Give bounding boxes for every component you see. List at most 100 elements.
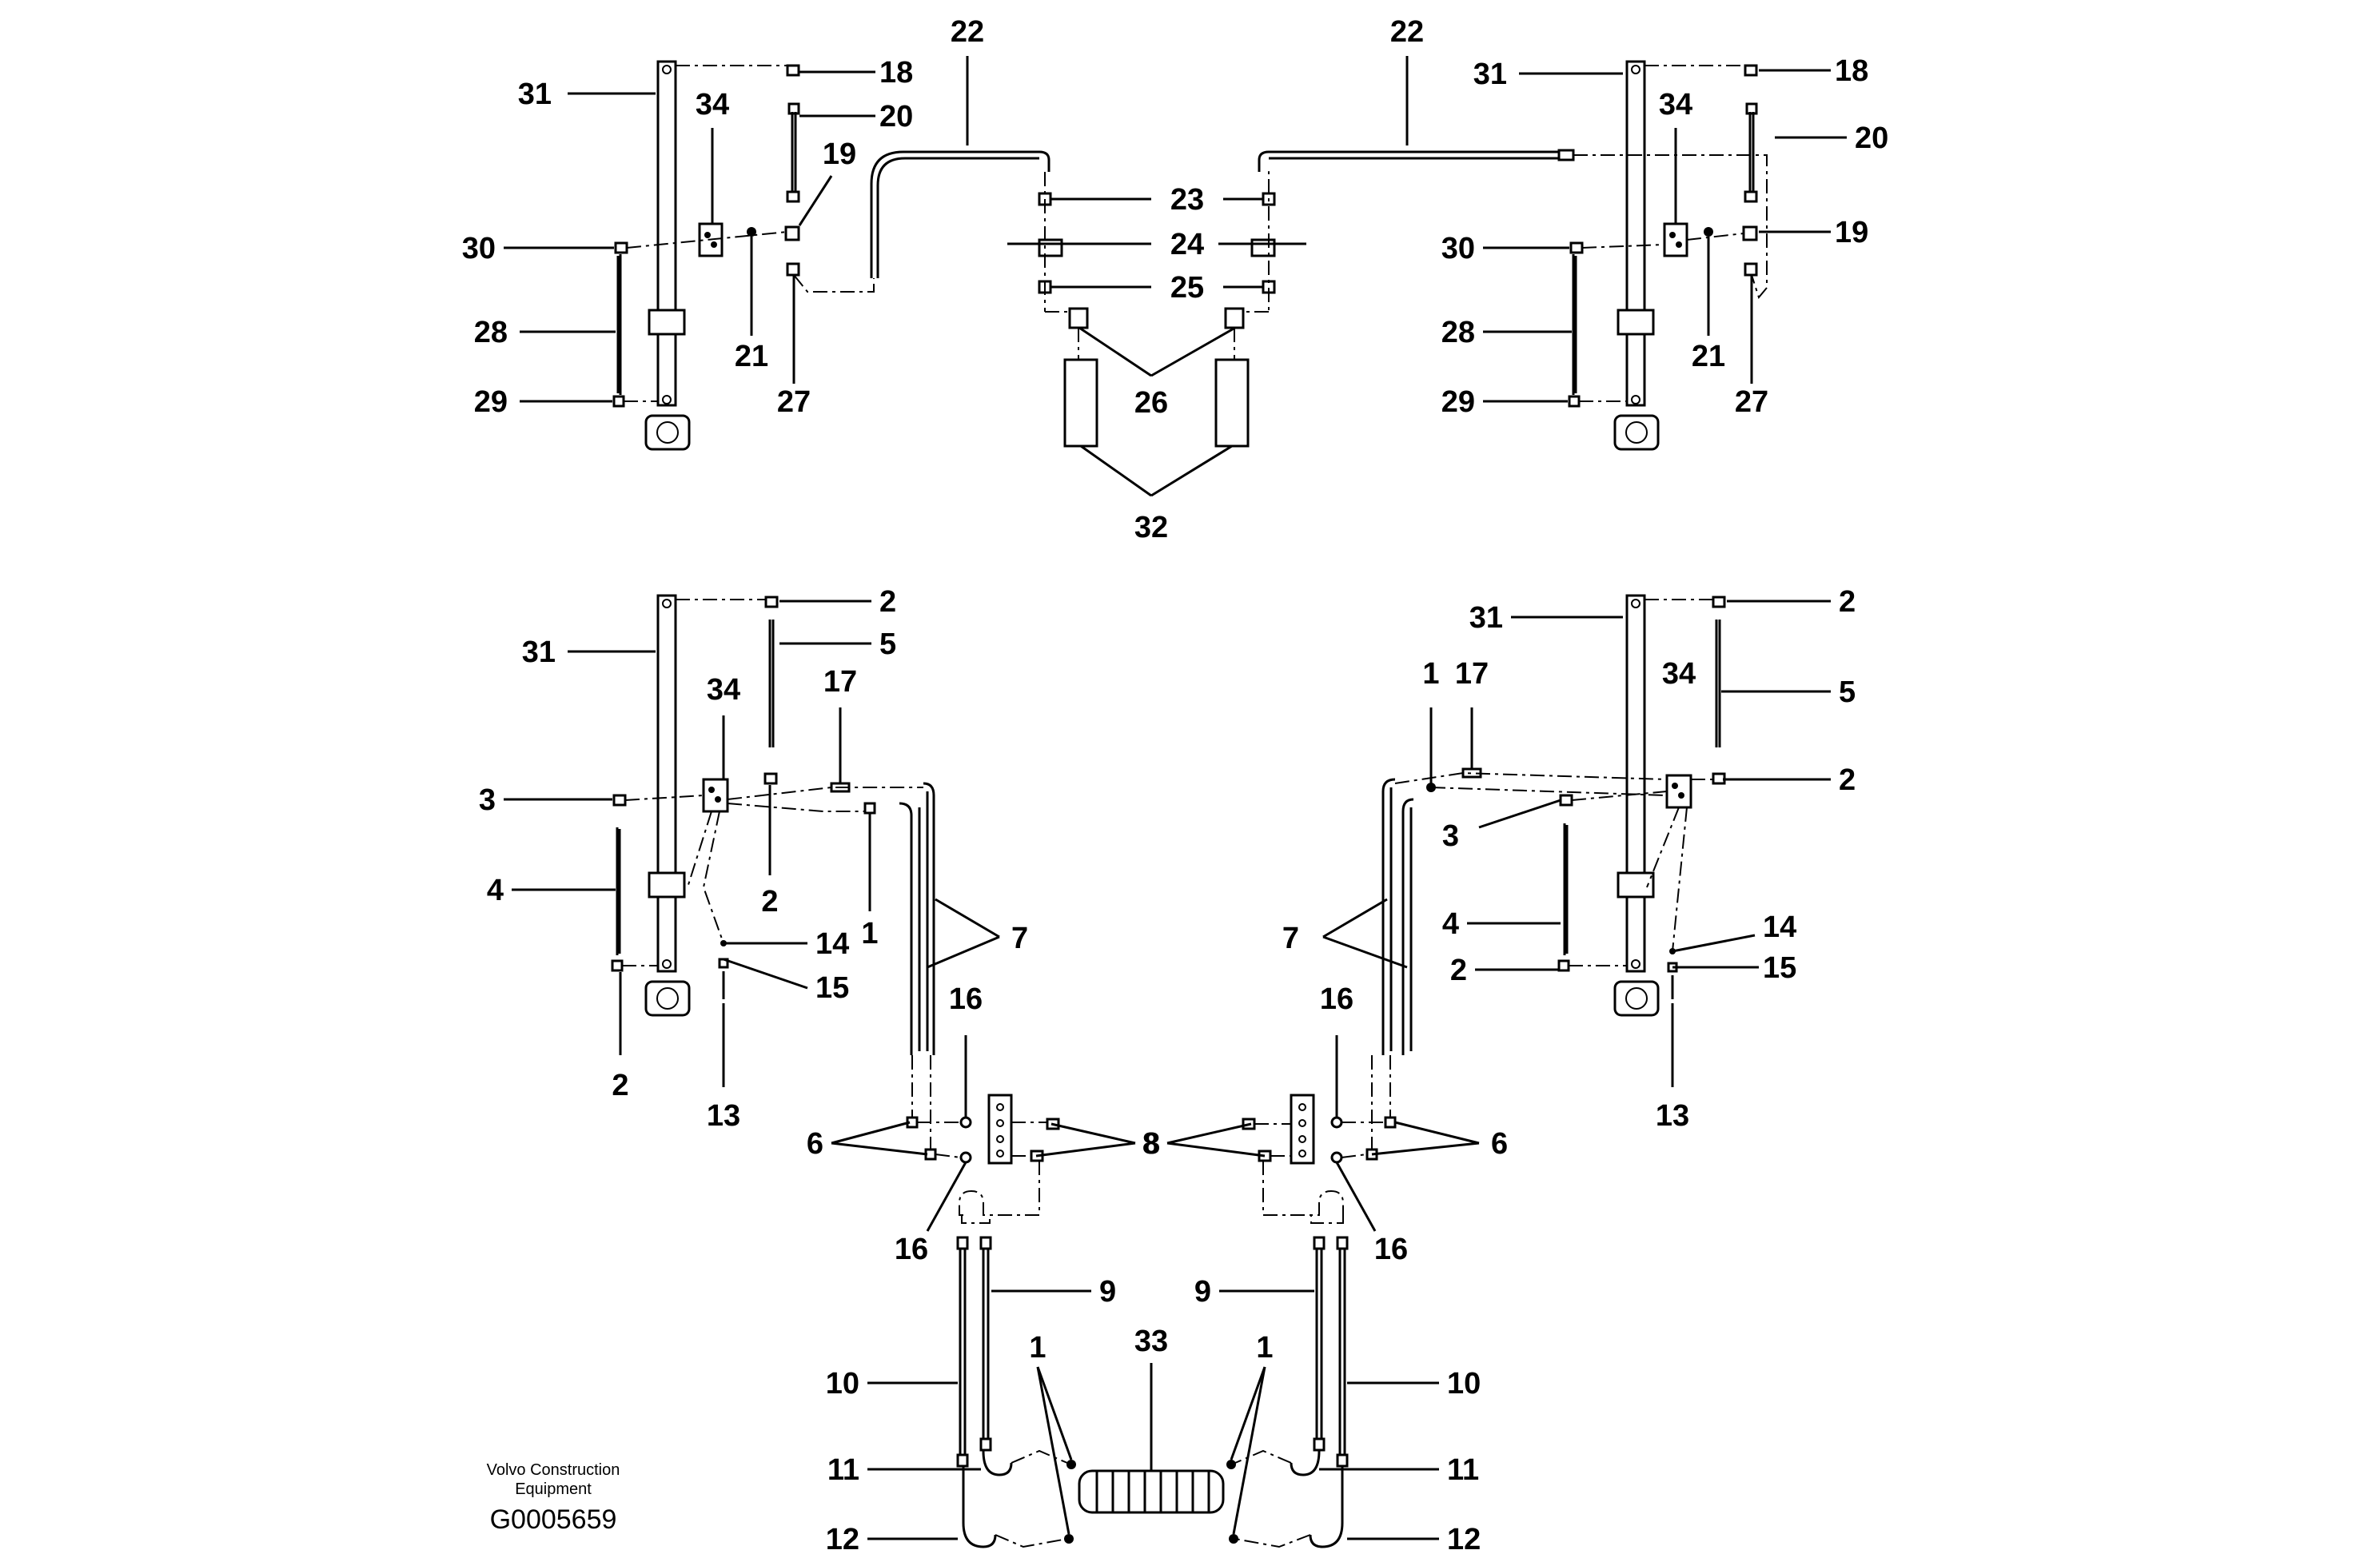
label-4-mid-right: 4 — [1442, 907, 1459, 941]
valve-bank-33 — [1078, 1469, 1225, 1514]
block-34-top-right — [1663, 222, 1688, 257]
label-4-mid-left: 4 — [487, 874, 504, 907]
label-33: 33 — [1134, 1325, 1168, 1358]
label-25: 25 — [1170, 271, 1204, 305]
label-18-top-right: 18 — [1835, 54, 1868, 88]
label-12-left: 12 — [826, 1523, 859, 1556]
label-21-top-right: 21 — [1692, 340, 1725, 373]
label-15-right: 15 — [1763, 951, 1796, 985]
label-10-left: 10 — [826, 1367, 859, 1401]
label-24: 24 — [1170, 228, 1204, 261]
company-name-line1: Volvo Construction — [487, 1461, 620, 1479]
hose-7-right-a — [1381, 778, 1396, 1055]
leader-lines — [504, 56, 1847, 1540]
label-14-left: 14 — [815, 927, 849, 961]
label-6-right: 6 — [1491, 1127, 1508, 1161]
label-34-top-right: 34 — [1659, 88, 1692, 122]
label-15-left: 15 — [815, 971, 849, 1005]
company-name-line2: Equipment — [515, 1480, 592, 1498]
label-2-mid-left-a: 2 — [879, 585, 896, 619]
label-7-right: 7 — [1282, 922, 1299, 955]
cylinder-31-top-left — [656, 60, 677, 407]
label-17-left: 17 — [823, 665, 857, 699]
label-11-left: 11 — [827, 1453, 859, 1487]
label-19-top-left: 19 — [823, 137, 856, 171]
label-27-top-left: 27 — [777, 385, 811, 419]
label-34-mid-left: 34 — [707, 673, 740, 707]
label-9-right: 9 — [1194, 1275, 1211, 1309]
label-2-mid-left-b: 2 — [612, 1069, 628, 1102]
label-18-top-left: 18 — [879, 56, 913, 90]
label-26: 26 — [1134, 386, 1168, 420]
cylinder-31-mid-left — [656, 594, 677, 973]
pipe-22-right — [1258, 150, 1559, 172]
label-22-left: 22 — [951, 15, 984, 49]
label-2-mid-right-b: 2 — [1839, 763, 1856, 797]
label-10-right: 10 — [1447, 1367, 1481, 1401]
middle-right-assembly — [1381, 594, 1726, 1055]
accumulator-left — [1063, 358, 1098, 448]
bracket-top-left — [648, 309, 686, 336]
label-2-mid-right-c: 2 — [1450, 954, 1467, 987]
label-1-lower-left: 1 — [1029, 1331, 1046, 1365]
label-32: 32 — [1134, 511, 1168, 544]
label-29-top-left: 29 — [474, 385, 508, 419]
label-30-top-right: 30 — [1441, 232, 1475, 265]
label-13-right: 13 — [1656, 1099, 1689, 1133]
label-1-mid-right: 1 — [1422, 657, 1439, 691]
cylinder-31-top-right — [1625, 60, 1646, 407]
block-34-mid-left — [702, 778, 729, 813]
label-11-right: 11 — [1447, 1453, 1479, 1487]
label-5-mid-left: 5 — [879, 628, 896, 661]
elbow-12-left — [962, 1467, 997, 1548]
label-3-mid-right: 3 — [1442, 819, 1459, 853]
top-center-assembly — [1007, 149, 1575, 448]
middle-left-assembly — [611, 594, 935, 1055]
pipe-22-left — [870, 150, 1050, 278]
label-23: 23 — [1170, 183, 1204, 217]
label-6-left: 6 — [807, 1127, 823, 1161]
elbow-12-right — [1309, 1467, 1344, 1548]
label-1-mid-left: 1 — [861, 917, 878, 950]
label-13-left: 13 — [707, 1099, 740, 1133]
top-left-assembly — [612, 60, 1050, 451]
cylinder-31-mid-right — [1625, 594, 1646, 973]
accumulator-right — [1214, 358, 1250, 448]
label-3-mid-left: 3 — [479, 783, 496, 817]
label-16-left-a: 16 — [949, 982, 983, 1016]
label-34-top-left: 34 — [696, 88, 729, 122]
label-31-mid-left: 31 — [522, 636, 556, 669]
label-20-top-left: 20 — [879, 100, 913, 133]
label-34-mid-right: 34 — [1662, 657, 1696, 691]
elbow-11-right — [1290, 1450, 1321, 1476]
label-12-right: 12 — [1447, 1523, 1481, 1556]
label-2-mid-right-a: 2 — [1839, 585, 1856, 619]
label-8-left: 8 — [1143, 1127, 1160, 1161]
label-8-right: 8 — [1142, 1127, 1159, 1161]
callout-labels: 31 18 20 19 34 30 28 29 21 27 22 23 24 2… — [462, 15, 1889, 1556]
label-28-top-right: 28 — [1441, 316, 1475, 349]
label-28-top-left: 28 — [474, 316, 508, 349]
label-30-top-left: 30 — [462, 232, 496, 265]
label-2-mid-left-c: 2 — [761, 885, 778, 918]
footer: Volvo Construction Equipment G0005659 — [487, 1461, 620, 1535]
label-9-left: 9 — [1099, 1275, 1116, 1309]
label-7-left: 7 — [1011, 922, 1028, 955]
drawing-number: G0005659 — [490, 1504, 617, 1535]
label-14-right: 14 — [1763, 911, 1796, 944]
label-1-lower-right: 1 — [1256, 1331, 1273, 1365]
label-19-top-right: 19 — [1835, 216, 1868, 249]
block-34-mid-right — [1665, 774, 1692, 809]
label-22-right: 22 — [1390, 15, 1424, 49]
label-16-right-b: 16 — [1374, 1233, 1408, 1266]
label-16-left-b: 16 — [895, 1233, 928, 1266]
label-20-top-right: 20 — [1855, 122, 1888, 155]
label-5-mid-right: 5 — [1839, 675, 1856, 709]
label-27-top-right: 27 — [1735, 385, 1768, 419]
top-right-assembly — [1568, 60, 1768, 451]
hose-7-left-a — [899, 802, 913, 1055]
label-16-right-a: 16 — [1320, 982, 1353, 1016]
label-29-top-right: 29 — [1441, 385, 1475, 419]
